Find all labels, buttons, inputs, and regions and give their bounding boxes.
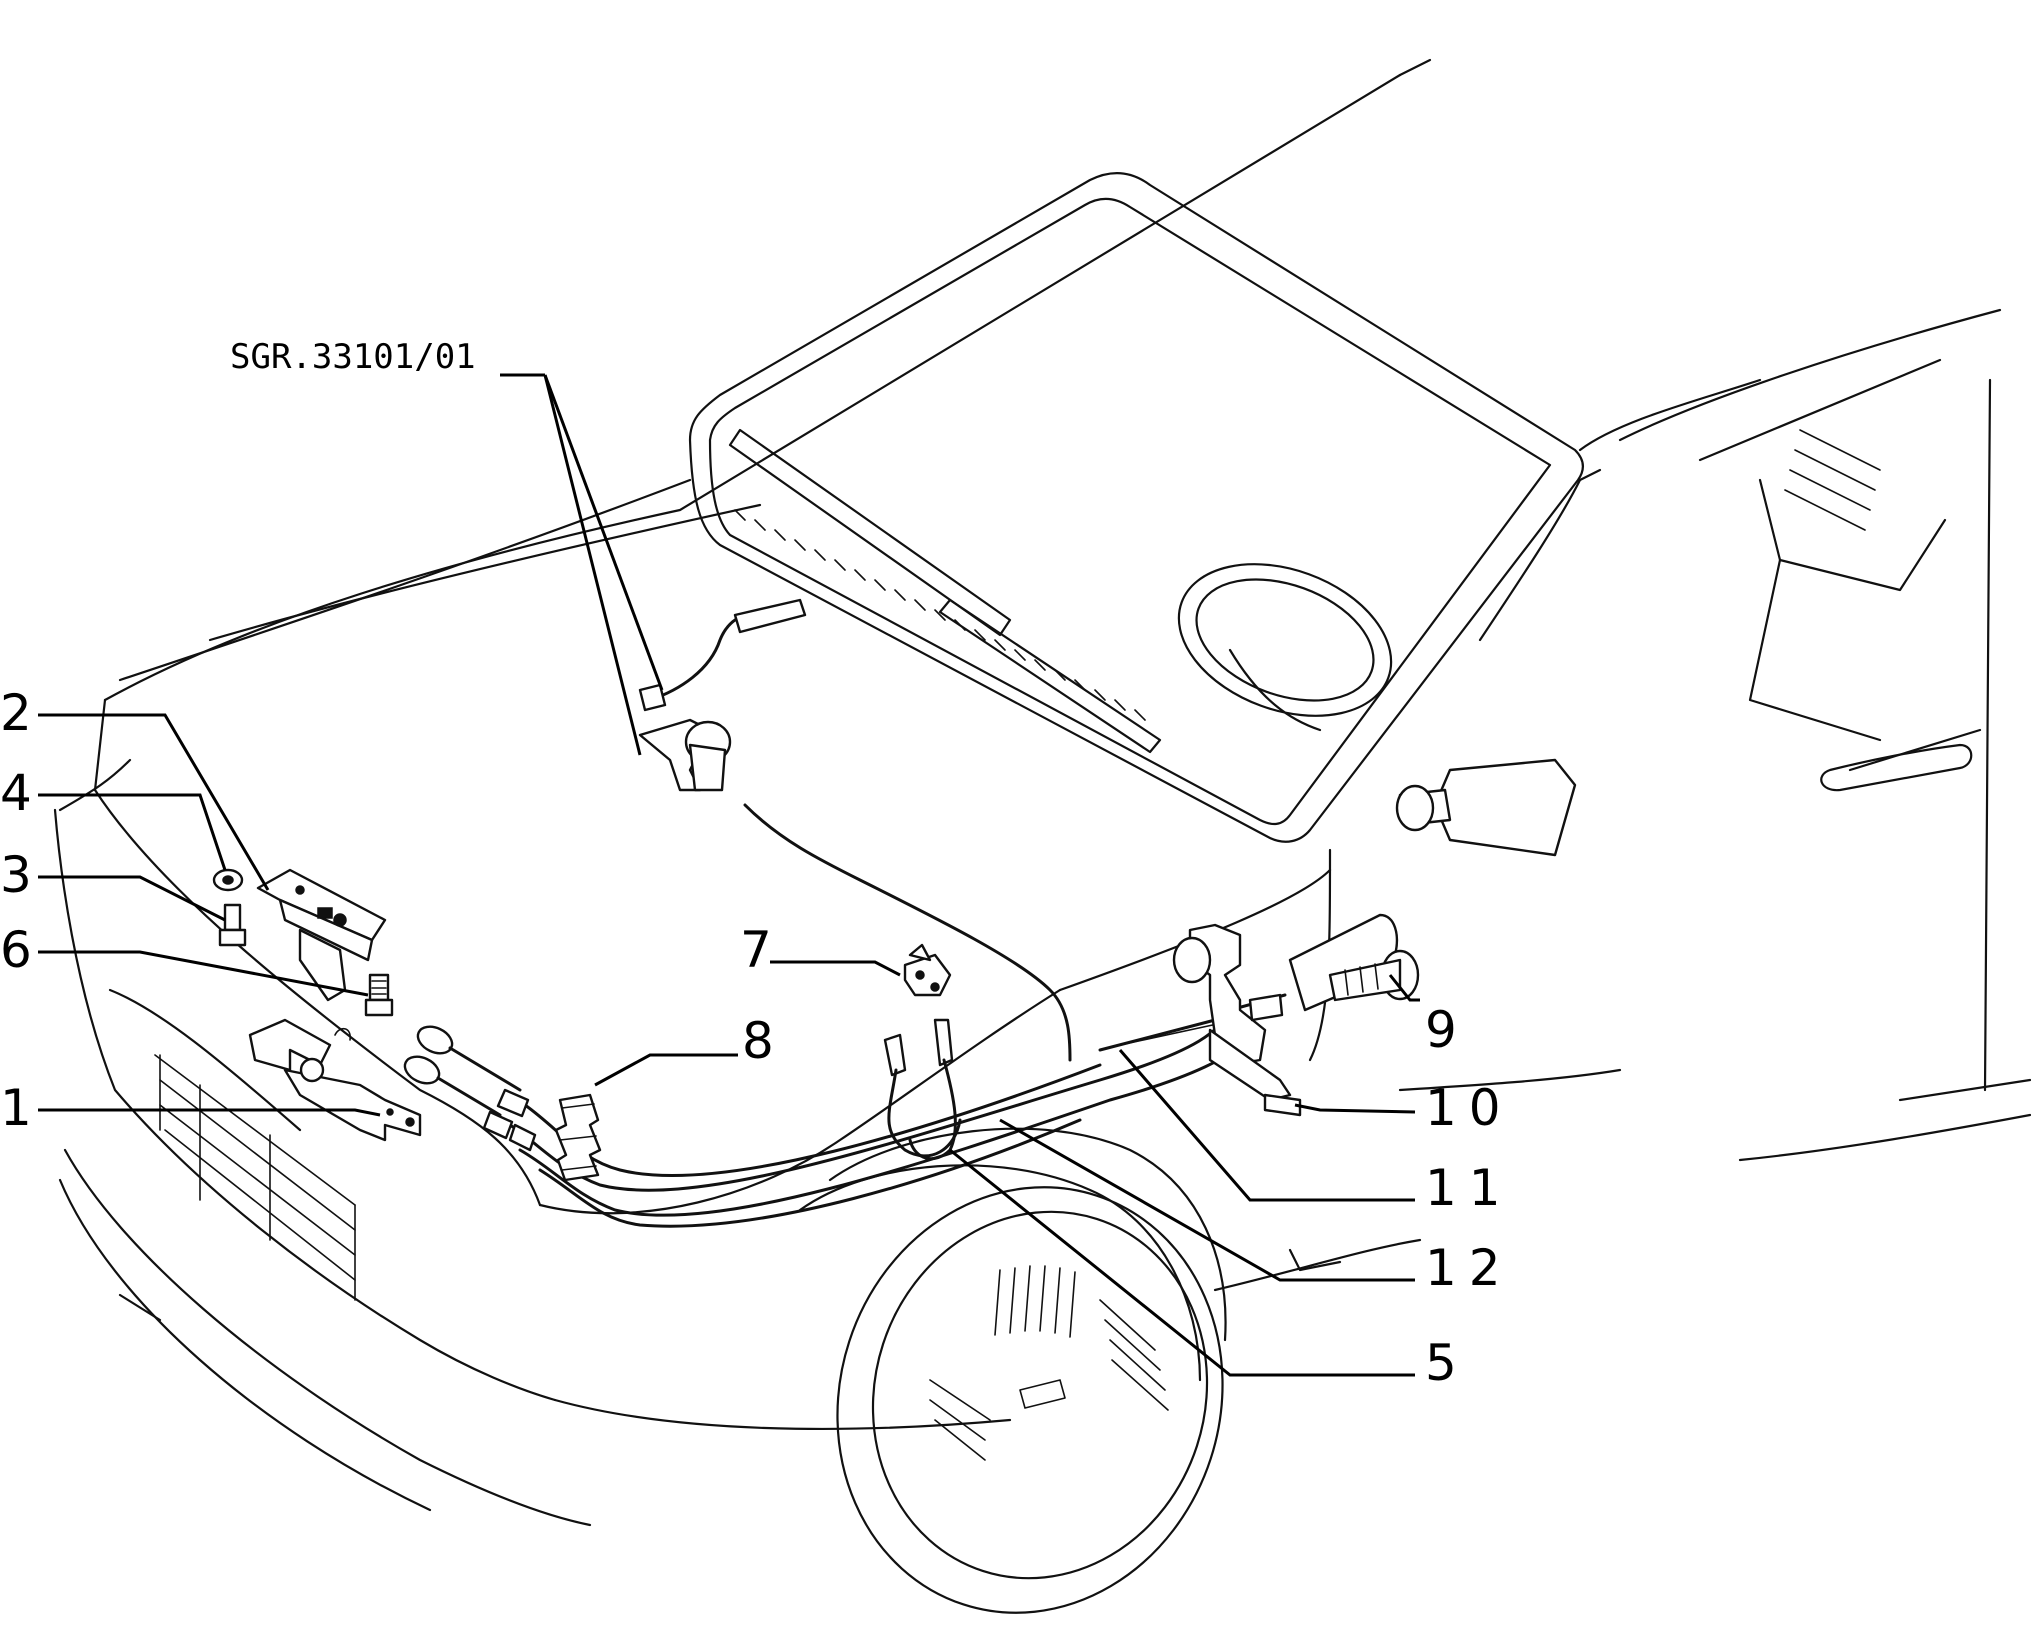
striker-plate-part bbox=[248, 1018, 422, 1142]
screw-washer-parts bbox=[212, 868, 247, 947]
bonnet-lock-part bbox=[256, 868, 387, 1002]
callout-1: 1 bbox=[0, 1079, 32, 1137]
callout-8: 8 bbox=[742, 1012, 774, 1070]
reference-code-label: SGR.33101/01 bbox=[230, 337, 476, 377]
callout-12: 12 bbox=[1425, 1239, 1513, 1297]
release-knob-part bbox=[1288, 913, 1420, 1012]
release-cables bbox=[508, 803, 1287, 1228]
car-body-outline bbox=[53, 58, 2031, 1614]
callout-4: 4 bbox=[0, 764, 32, 822]
release-lever-part bbox=[1172, 923, 1302, 1117]
callout-11: 11 bbox=[1425, 1159, 1513, 1217]
cable-end-loops bbox=[403, 1025, 537, 1152]
callout-6: 6 bbox=[0, 921, 32, 979]
callout-5: 5 bbox=[1425, 1334, 1457, 1392]
callout-3: 3 bbox=[0, 846, 32, 904]
cable-clip-part bbox=[903, 943, 952, 997]
callout-10: 10 bbox=[1425, 1079, 1513, 1137]
callout-7: 7 bbox=[740, 921, 772, 979]
grommet-part bbox=[554, 1093, 602, 1182]
bolt-part bbox=[364, 973, 394, 1017]
callout-2: 2 bbox=[0, 684, 32, 742]
sgr-cable-end-part bbox=[638, 598, 807, 792]
tie-strap-parts bbox=[883, 1018, 962, 1161]
callout-9: 9 bbox=[1425, 1001, 1457, 1059]
leader-lines bbox=[38, 373, 1420, 1377]
